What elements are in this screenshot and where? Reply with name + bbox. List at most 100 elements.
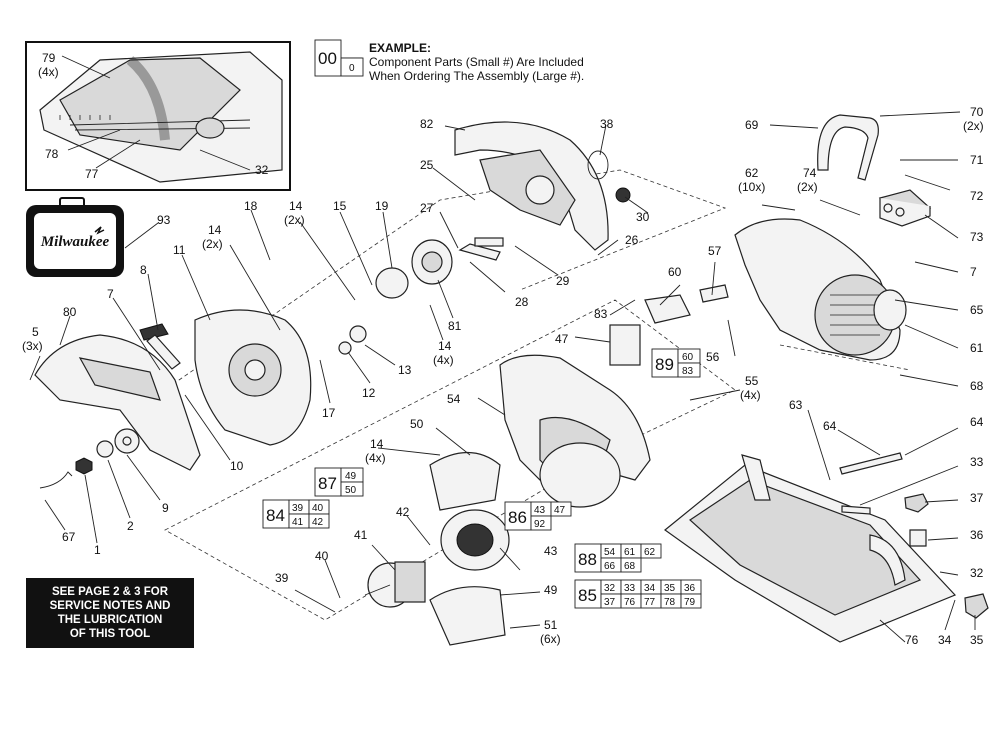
label-49: 49: [544, 583, 558, 597]
label-57: 57: [708, 244, 722, 258]
label-70-qty: (2x): [963, 119, 984, 133]
label-74-qty: (2x): [797, 180, 818, 194]
assembly-85-part: 79: [684, 597, 696, 608]
label-30: 30: [636, 210, 650, 224]
example-legend: 00 0 EXAMPLE: Component Parts (Small #) …: [314, 39, 584, 83]
label-7-a: 7: [107, 287, 114, 301]
assembly-84-number: 84: [266, 506, 285, 525]
assembly-87-part: 50: [345, 485, 357, 496]
base-plate: [664, 454, 957, 643]
label-8: 8: [140, 263, 147, 277]
label-62-qty: (10x): [738, 180, 765, 194]
label-15: 15: [333, 199, 347, 213]
label-14-a: 14: [289, 199, 303, 213]
assembly-88-part: 61: [624, 547, 636, 558]
knob-37: [904, 493, 929, 513]
tool-case: Milwaukee: [26, 197, 124, 277]
label-1: 1: [94, 543, 101, 557]
label-26: 26: [625, 233, 639, 247]
label-14-b: 14: [208, 223, 222, 237]
label-74: 74: [803, 166, 817, 180]
notice-line: SEE PAGE 2 & 3 FOR: [51, 586, 169, 598]
armature: [364, 561, 426, 608]
label-69: 69: [745, 118, 759, 132]
assembly-88-part: 62: [644, 547, 656, 558]
label-51: 51: [544, 618, 558, 632]
label-35: 35: [970, 633, 984, 647]
bolt-33: [841, 505, 871, 515]
label-7-b: 7: [970, 265, 977, 279]
assembly-89-number: 89: [655, 355, 674, 374]
assembly-86-number: 86: [508, 508, 527, 527]
label-68: 68: [970, 379, 984, 393]
upper-guard: [454, 121, 609, 251]
assembly-86-part: 92: [534, 519, 546, 530]
label-32: 32: [970, 566, 984, 580]
assembly-85-part: 37: [604, 597, 616, 608]
label-64-b: 64: [970, 415, 984, 429]
assembly-84-part: 42: [312, 517, 324, 528]
motor-cap: [429, 452, 506, 646]
assembly-87-number: 87: [318, 474, 337, 493]
label-77: 77: [85, 167, 99, 181]
label-14-d: 14: [370, 437, 384, 451]
inset-detail-view: [25, 41, 291, 191]
pivot-pin: [839, 452, 903, 475]
assembly-84-part: 40: [312, 503, 324, 514]
assembly-84: 84 39 40 41 42: [262, 499, 330, 529]
battery-module: [878, 189, 932, 227]
label-41: 41: [354, 528, 368, 542]
example-heading: EXAMPLE:: [369, 41, 431, 55]
label-51-qty: (6x): [540, 632, 561, 646]
label-79: 79: [42, 51, 56, 65]
label-93: 93: [157, 213, 171, 227]
label-5: 5: [32, 325, 39, 339]
gear-parts: [338, 150, 631, 355]
assembly-87-part: 49: [345, 471, 357, 482]
assembly-84-part: 39: [292, 503, 304, 514]
assembly-88: 88 54 61 62 66 68: [574, 543, 662, 573]
milwaukee-logo: Milwaukee: [40, 234, 110, 250]
label-65: 65: [970, 303, 984, 317]
assembly-85-part: 76: [624, 597, 636, 608]
label-28: 28: [515, 295, 529, 309]
knob-35: [964, 593, 989, 619]
assembly-85-part: 34: [644, 583, 656, 594]
assembly-85-part: 33: [624, 583, 636, 594]
label-47: 47: [555, 332, 569, 346]
label-13: 13: [398, 363, 412, 377]
example-small-number: 0: [349, 63, 355, 74]
label-78: 78: [45, 147, 59, 161]
assembly-85: 85 32 33 34 35 36 37 76 77 78 79: [574, 579, 702, 609]
assembly-89-part: 60: [682, 352, 694, 363]
label-76: 76: [905, 633, 919, 647]
label-36: 36: [970, 528, 984, 542]
label-42: 42: [396, 505, 410, 519]
stator: [440, 509, 510, 571]
assembly-86: 86 43 47 92: [504, 501, 572, 531]
assembly-85-part: 32: [604, 583, 616, 594]
assembly-88-part: 66: [604, 561, 616, 572]
label-5-qty: (3x): [22, 339, 43, 353]
assembly-86-part: 43: [534, 505, 546, 516]
label-71: 71: [970, 153, 984, 167]
part-labels: 79 (4x) 78 77 32 93 82 38 25 30 27 26 29…: [22, 51, 984, 647]
label-60: 60: [668, 265, 682, 279]
label-67: 67: [62, 530, 76, 544]
spring-36: [909, 529, 927, 547]
assembly-85-part: 36: [684, 583, 696, 594]
label-62: 62: [745, 166, 759, 180]
label-14-a-qty: (2x): [284, 213, 305, 227]
label-25: 25: [420, 158, 434, 172]
assembly-85-number: 85: [578, 586, 597, 605]
label-12: 12: [362, 386, 376, 400]
label-55: 55: [745, 374, 759, 388]
label-14-d-qty: (4x): [365, 451, 386, 465]
assembly-88-part: 54: [604, 547, 616, 558]
label-18: 18: [244, 199, 258, 213]
assembly-85-part: 35: [664, 583, 676, 594]
example-line-1: Component Parts (Small #) Are Included: [369, 55, 584, 69]
blade-washers: [39, 428, 140, 489]
label-14-c-qty: (4x): [433, 353, 454, 367]
label-54: 54: [447, 392, 461, 406]
